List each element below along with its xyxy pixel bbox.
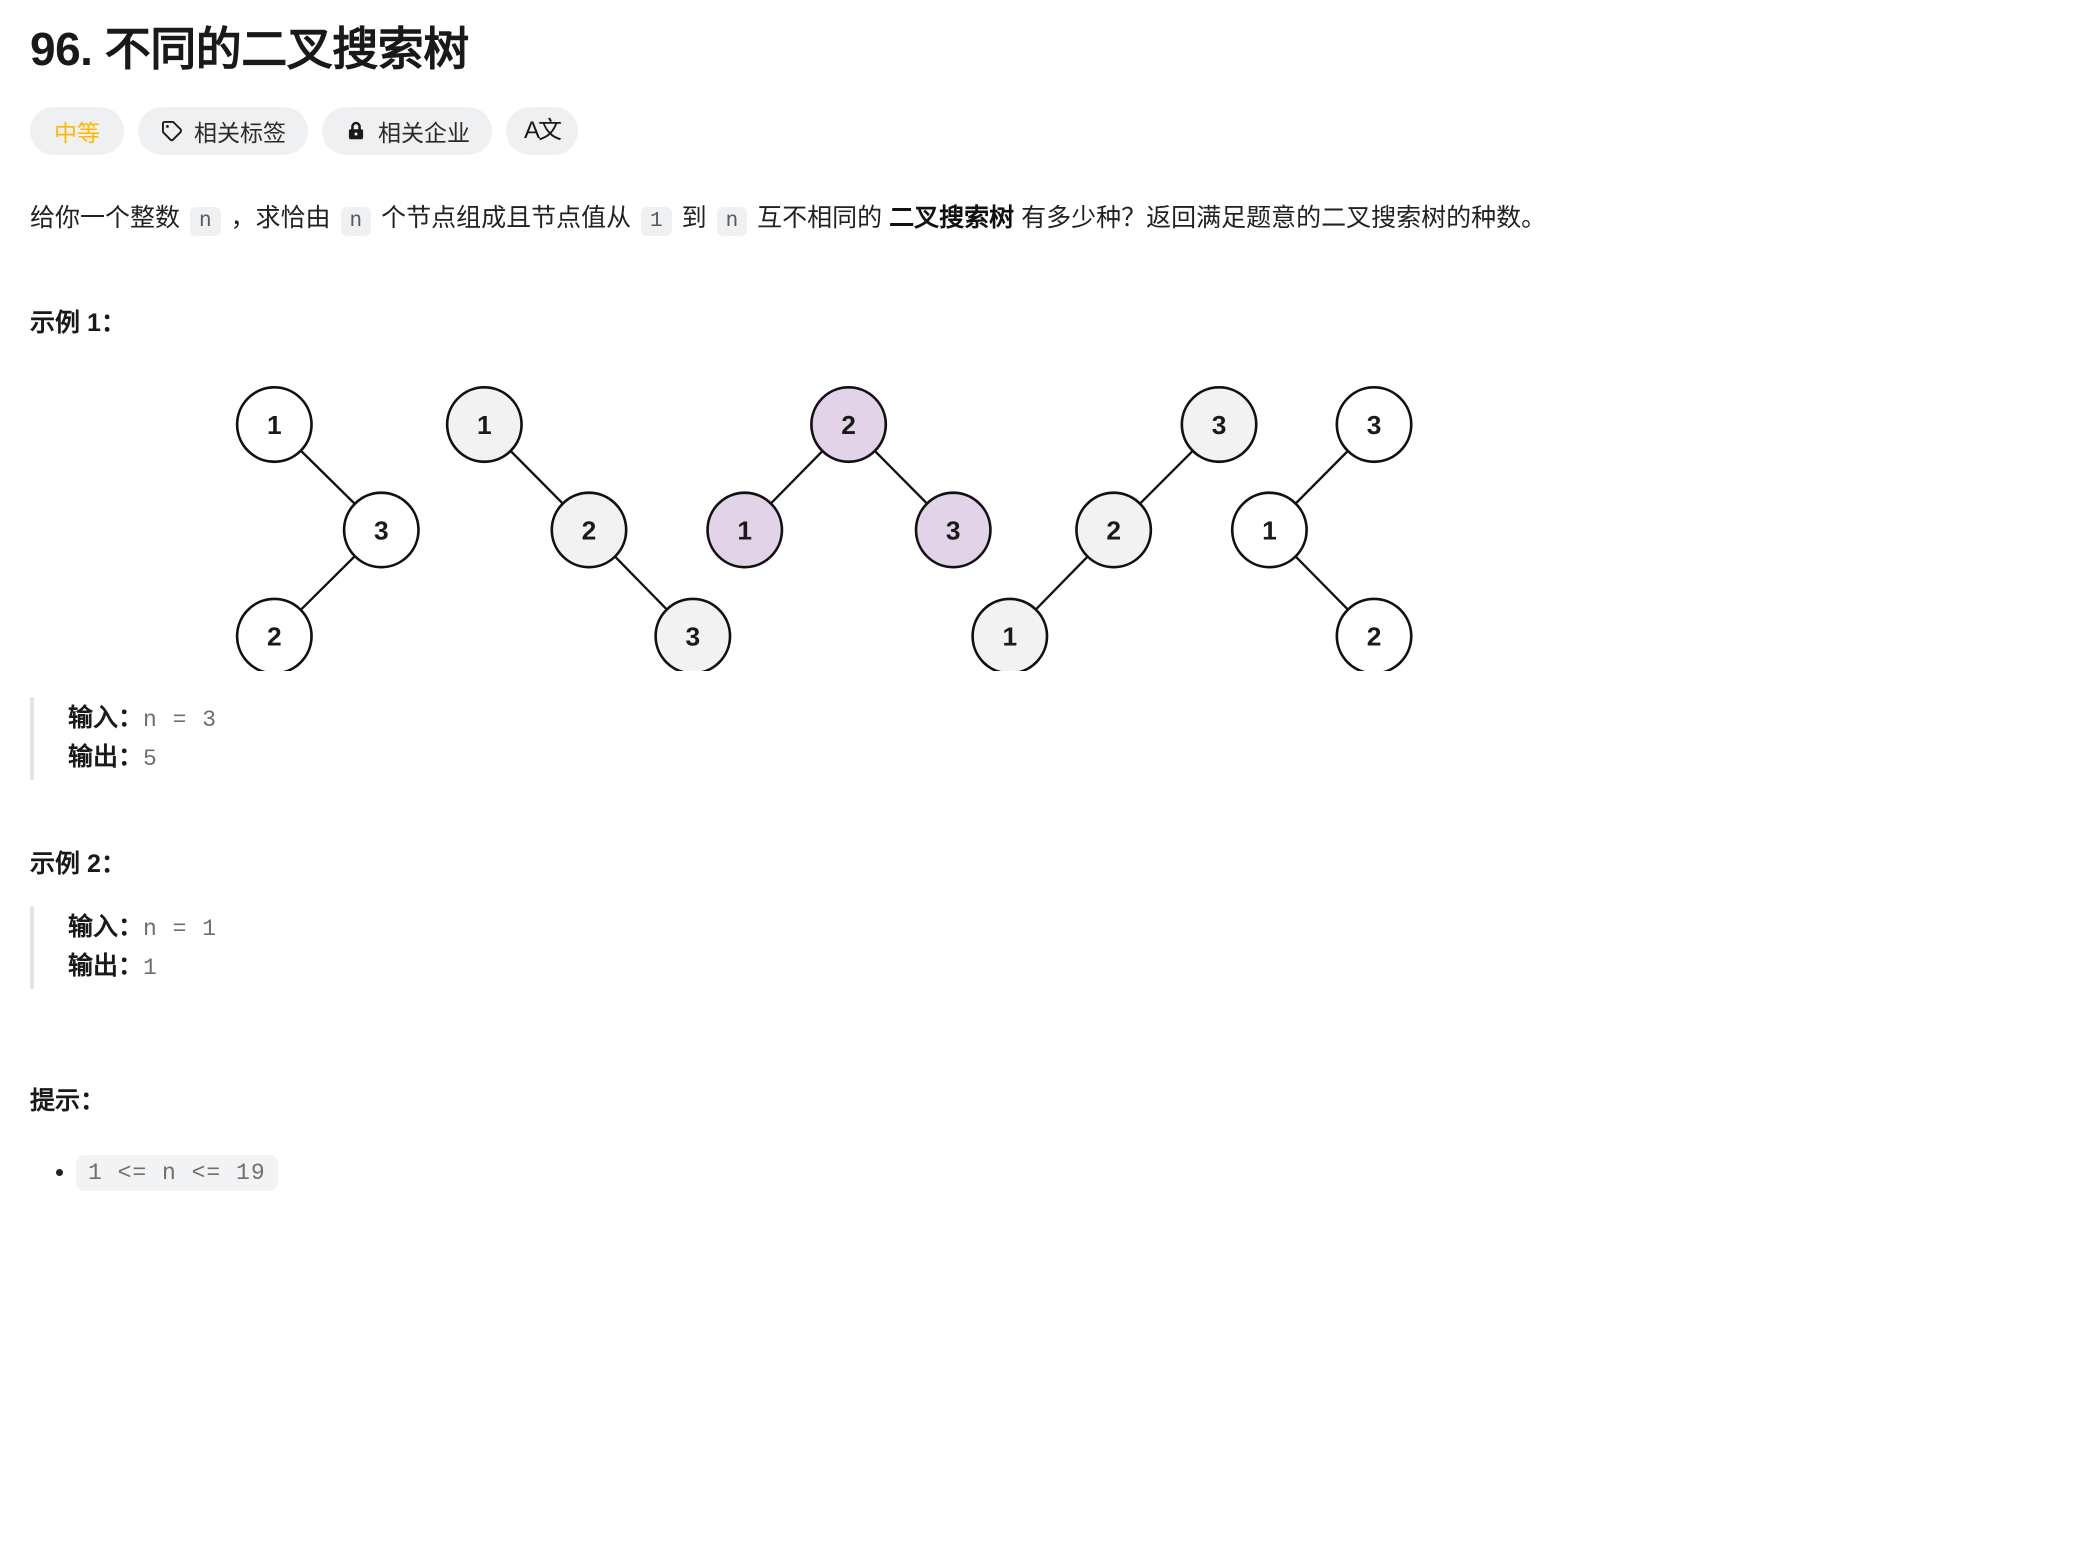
list-item: 1 <= n <= 19 [76,1151,2066,1192]
tree-edge [871,447,931,507]
hints-list: 1 <= n <= 19 [30,1151,2066,1192]
tree-node-label: 1 [737,515,752,545]
tree-4: 3 2 1 [971,385,1258,675]
tree-node [235,385,313,463]
hint-constraint-code: 1 <= n <= 19 [76,1154,278,1191]
tree-node [1075,491,1153,569]
tree-edge [611,553,670,613]
tree-node [445,385,523,463]
tree-node-label: 2 [267,621,282,651]
example-2-input-line: 输入：n = 1 [68,908,2066,948]
example-1-block: 输入：n = 3 输出：5 [30,696,2066,780]
desc-code-n-1: n [189,207,221,237]
example-1-input-value: n = 3 [143,706,218,733]
bst-figure: 1 3 2 1 2 3 2 1 3 3 2 1 3 1 2 [30,361,1630,675]
tree-edge [1292,447,1351,507]
example-2-block: 输入：n = 1 输出：1 [30,905,2066,989]
tree-edge [1136,447,1196,507]
tree-node [810,385,888,463]
tree-node-label: 2 [1106,515,1121,545]
related-tags-button[interactable]: 相关标签 [138,107,308,156]
translate-button[interactable]: A文 [506,107,579,156]
desc-part-4: 到 [681,204,707,233]
example-1-input-label: 输入： [68,703,144,732]
related-companies-label: 相关企业 [378,120,470,147]
example-1-heading: 示例 1： [30,308,126,337]
example-2-output-value: 1 [143,955,158,982]
tree-node [1335,385,1413,463]
tree-node-label: 3 [1367,410,1382,440]
tag-icon [160,119,184,143]
difficulty-label: 中等 [54,120,100,147]
desc-part-1: 给你一个整数 [30,204,181,233]
tree-node [342,491,420,569]
desc-part-3: 个节点组成且节点值从 [381,204,632,233]
tree-node-label: 1 [267,410,282,440]
tree-node-label: 3 [685,621,700,651]
example-2-input-value: n = 1 [143,915,218,942]
tree-edge [767,447,826,507]
translate-icon: A文 [524,117,562,145]
tree-1: 1 3 2 [235,385,420,675]
tree-edge [1292,553,1351,613]
hints-heading: 提示： [30,1086,106,1115]
difficulty-badge[interactable]: 中等 [30,107,124,156]
tree-2: 1 2 3 [445,385,732,675]
desc-part-6: 有多少种？返回满足题意的二叉搜索树的种数。 [1021,204,1547,233]
tree-node-label: 1 [1262,515,1277,545]
lock-icon [344,119,368,143]
tree-5: 3 1 2 [1230,385,1413,675]
example-1-input-line: 输入：n = 3 [68,699,2066,739]
desc-code-n-2: n [340,207,372,237]
tree-node-label: 3 [946,515,961,545]
tree-node-label: 1 [1002,621,1017,651]
desc-part-2: ，求恰由 [230,204,331,233]
example-2-output-line: 输出：1 [68,947,2066,987]
tree-node-label: 2 [1367,621,1382,651]
desc-code-one: 1 [641,207,672,237]
tree-node-label: 1 [477,410,492,440]
example-2-output-label: 输出： [68,952,144,981]
desc-code-n-3: n [716,207,748,237]
tree-3: 2 1 3 [706,385,992,569]
tree-node-label: 2 [582,515,597,545]
tree-node [706,491,784,569]
tree-edge [297,447,358,507]
example-2-heading: 示例 2： [30,849,126,878]
tree-node [914,491,992,569]
badge-row: 中等 相关标签 相关企业 A文 [30,107,2066,156]
example-1-output-label: 输出： [68,743,144,772]
tree-node [1180,385,1258,463]
related-tags-label: 相关标签 [194,120,286,147]
bst-diagram: 1 3 2 1 2 3 2 1 3 3 2 1 3 1 2 [235,385,1413,675]
related-companies-button[interactable]: 相关企业 [322,107,492,156]
tree-node [550,491,628,569]
desc-bold-bst: 二叉搜索树 [889,204,1015,233]
tree-edge [507,447,566,507]
tree-node [1230,491,1308,569]
tree-edge [1032,553,1091,613]
desc-part-5: 互不相同的 [757,204,883,233]
tree-node-label: 3 [1212,410,1227,440]
tree-node-label: 2 [841,410,856,440]
tree-edge [297,552,358,613]
example-1-output-line: 输出：5 [68,738,2066,778]
tree-node-label: 3 [374,515,389,545]
example-2-input-label: 输入： [68,912,144,941]
example-1-output-value: 5 [143,746,158,773]
problem-description: 给你一个整数 n ，求恰由 n 个节点组成且节点值从 1 到 n 互不相同的 二… [30,199,2066,239]
page-title: 96. 不同的二叉搜索树 [30,23,469,75]
